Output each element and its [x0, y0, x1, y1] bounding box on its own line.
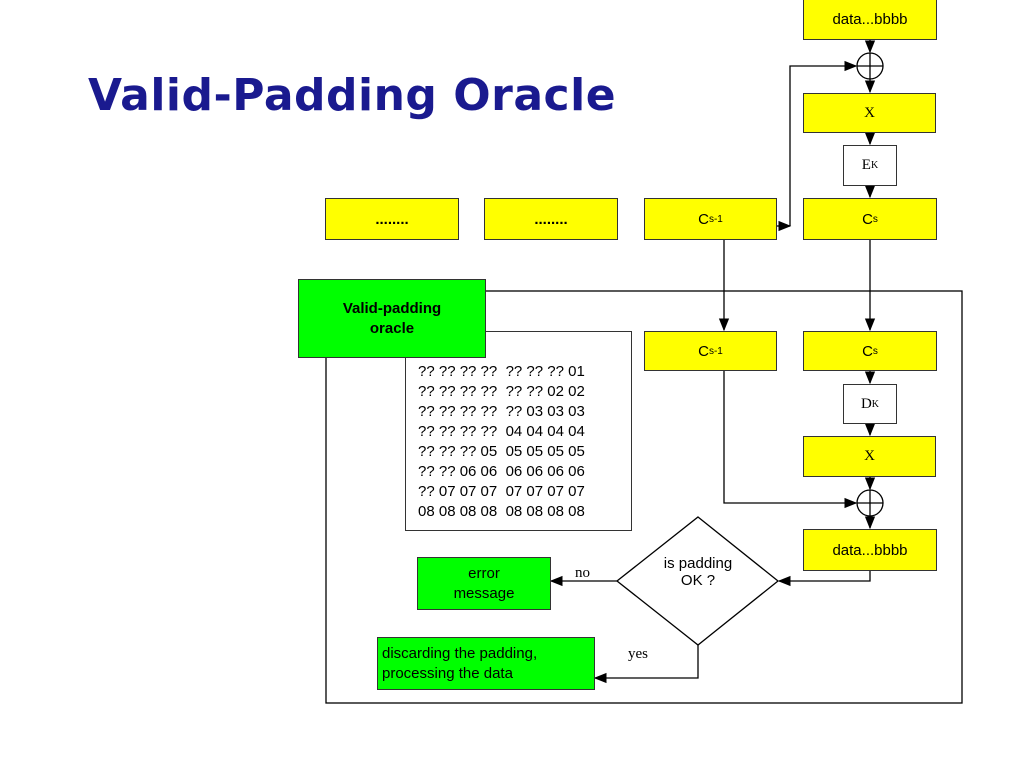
decision-diamond — [615, 516, 780, 646]
padding-row: ?? ?? 06 06 06 06 06 06 — [418, 463, 585, 480]
padding-row: 08 08 08 08 08 08 08 08 — [418, 503, 585, 520]
padding-table: ?? ?? ?? ?? ?? ?? ?? 01 ?? ?? ?? ?? ?? ?… — [405, 331, 632, 531]
padding-row: ?? 07 07 07 07 07 07 07 — [418, 483, 585, 500]
ellipsis-block-2: ........ — [484, 198, 618, 240]
padding-row: ?? ?? ?? ?? 04 04 04 04 — [418, 423, 585, 440]
x-block-bottom: X — [803, 436, 936, 477]
yes-label: yes — [628, 646, 648, 662]
x-block-top: X — [803, 93, 936, 133]
discard-padding-box: discarding the padding, processing the d… — [377, 637, 595, 690]
no-label: no — [575, 565, 590, 581]
oracle-label-box: Valid-padding oracle — [298, 279, 486, 358]
padding-row: ?? ?? ?? ?? ?? 03 03 03 — [418, 403, 585, 420]
page-title: Valid-Padding Oracle — [88, 70, 617, 121]
oracle-frame — [325, 290, 963, 704]
top-data-block: data...bbbb — [803, 0, 937, 40]
padding-row: ?? ?? ?? ?? ?? ?? 02 02 — [418, 383, 585, 400]
data-block-bottom: data...bbbb — [803, 529, 937, 571]
ellipsis-block-1: ........ — [325, 198, 459, 240]
error-message-box: error message — [417, 557, 551, 610]
padding-row: ?? ?? ?? ?? ?? ?? ?? 01 — [418, 363, 585, 380]
decision-label: is padding OK ? — [663, 555, 733, 589]
padding-row: ?? ?? ?? 05 05 05 05 05 — [418, 443, 585, 460]
